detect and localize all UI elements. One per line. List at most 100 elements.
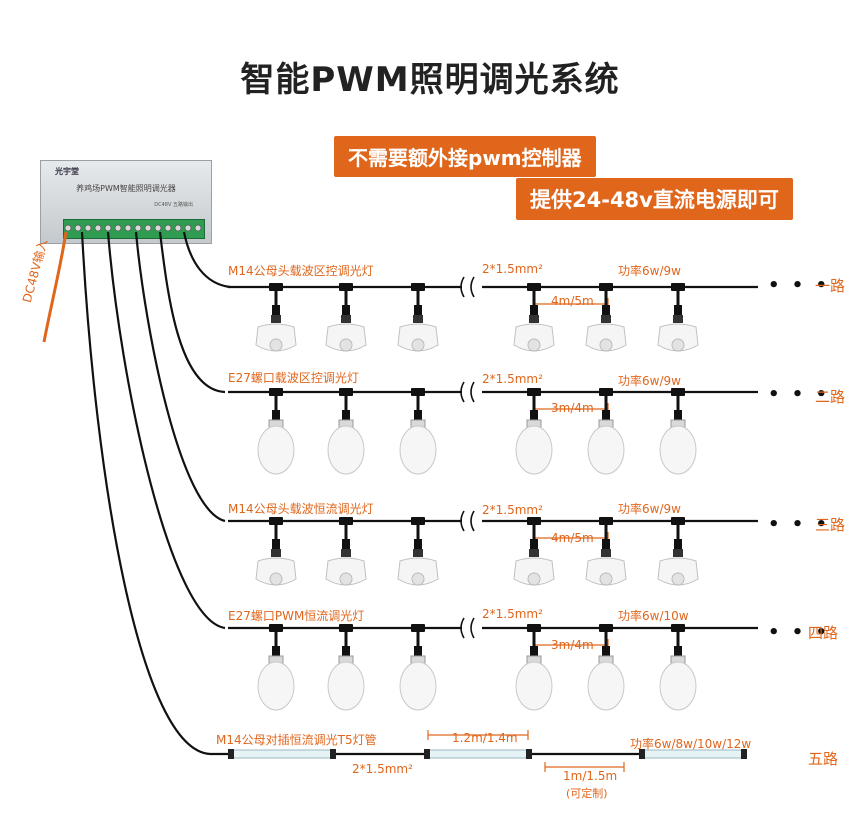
route-3: 三路 [815, 516, 846, 534]
break-mark [460, 381, 465, 403]
break-mark [470, 510, 475, 532]
line4-ellipsis: • • • [768, 622, 831, 643]
terminal-screw [104, 224, 112, 232]
socket [530, 539, 538, 551]
t5-tube [231, 749, 333, 759]
bulb-glass [327, 661, 365, 711]
line2-ellipsis: • • • [768, 384, 831, 405]
line2-spacing: 3m/4m [551, 401, 594, 415]
lamp-lens [411, 338, 425, 352]
line5-title: M14公母对插恒流调光T5灯管 [216, 733, 377, 747]
terminal-screw [134, 224, 142, 232]
lamp-lens [599, 572, 613, 586]
lamp-neck [271, 549, 281, 557]
socket [674, 539, 682, 551]
lamp-lens [527, 338, 541, 352]
socket [342, 539, 350, 551]
lamp-neck [601, 549, 611, 557]
lamp-neck [341, 549, 351, 557]
lamp-lens [671, 572, 685, 586]
dc-supply-badge: 提供24-48v直流电源即可 [516, 178, 793, 220]
lamp-lens [599, 338, 613, 352]
lamp-shade [585, 557, 627, 586]
line3-cable: 2*1.5mm² [482, 503, 543, 517]
line2-title: E27螺口载波区控调光灯 [228, 371, 359, 385]
lamp-shade [325, 323, 367, 352]
break-mark [460, 276, 465, 298]
bulb-glass [257, 425, 295, 475]
socket [342, 646, 350, 658]
feed-wire [134, 231, 226, 523]
terminal-screw [114, 224, 122, 232]
lamp-neck [673, 315, 683, 323]
lamp-lens [411, 572, 425, 586]
lamp-neck [341, 315, 351, 323]
break-mark [470, 617, 475, 639]
socket [414, 410, 422, 422]
tube-end-cap [639, 749, 645, 759]
line5-custom-note: (可定制) [566, 787, 608, 800]
line4-spacing: 3m/4m [551, 638, 594, 652]
socket [674, 305, 682, 317]
line3-power: 功率6w/9w [618, 502, 681, 516]
feed-wire [80, 231, 211, 756]
lamp-lens [339, 338, 353, 352]
lamp-shade [585, 323, 627, 352]
lamp-shade [255, 557, 297, 586]
socket [530, 646, 538, 658]
lamp-shade [397, 323, 439, 352]
line1-cable: 2*1.5mm² [482, 262, 543, 276]
socket [674, 646, 682, 658]
lamp-shade [513, 557, 555, 586]
socket [602, 410, 610, 422]
socket [414, 646, 422, 658]
socket [272, 305, 280, 317]
socket [602, 539, 610, 551]
lamp-lens [671, 338, 685, 352]
terminal-block [63, 219, 205, 239]
dc-input-wire [42, 231, 68, 343]
terminal-screw [94, 224, 102, 232]
bulb-glass [515, 425, 553, 475]
line3-spacing: 4m/5m [551, 531, 594, 545]
terminal-screw [124, 224, 132, 232]
tube-end-cap [526, 749, 532, 759]
line4-power: 功率6w/10w [618, 609, 689, 623]
tube-end-cap [330, 749, 336, 759]
lamp-lens [269, 338, 283, 352]
no-controller-badge: 不需要额外接pwm控制器 [334, 136, 596, 177]
socket [530, 305, 538, 317]
line5-tube-length: 1.2m/1.4m [452, 731, 518, 745]
bulb-glass [587, 425, 625, 475]
route-1: 一路 [815, 277, 846, 295]
line1-ellipsis: • • • [768, 275, 831, 296]
tube-end-cap [424, 749, 430, 759]
line1-title: M14公母头载波区控调光灯 [228, 264, 374, 278]
route-5: 五路 [808, 750, 839, 768]
lamp-lens [527, 572, 541, 586]
bulb-glass [257, 661, 295, 711]
bulb-glass [659, 661, 697, 711]
terminal-screw [64, 224, 72, 232]
controller-name: 养鸡场PWM智能照明调光器 [76, 184, 176, 193]
line4-cable: 2*1.5mm² [482, 607, 543, 621]
terminal-screw [184, 224, 192, 232]
bulb-glass [327, 425, 365, 475]
socket [414, 305, 422, 317]
lamp-neck [529, 549, 539, 557]
lamp-neck [413, 315, 423, 323]
lamp-neck [601, 315, 611, 323]
lamp-shade [255, 323, 297, 352]
lamp-neck [271, 315, 281, 323]
break-mark [460, 510, 465, 532]
line5-cable: 2*1.5mm² [352, 762, 413, 776]
t5-tube [427, 749, 529, 759]
lamp-shade [657, 323, 699, 352]
terminal-screw [194, 224, 202, 232]
socket [272, 410, 280, 422]
line4-title: E27螺口PWM恒流调光灯 [228, 609, 365, 623]
terminal-screw [74, 224, 82, 232]
controller-spec: DC48V 五路输出 [154, 202, 193, 208]
bulb-glass [659, 425, 697, 475]
